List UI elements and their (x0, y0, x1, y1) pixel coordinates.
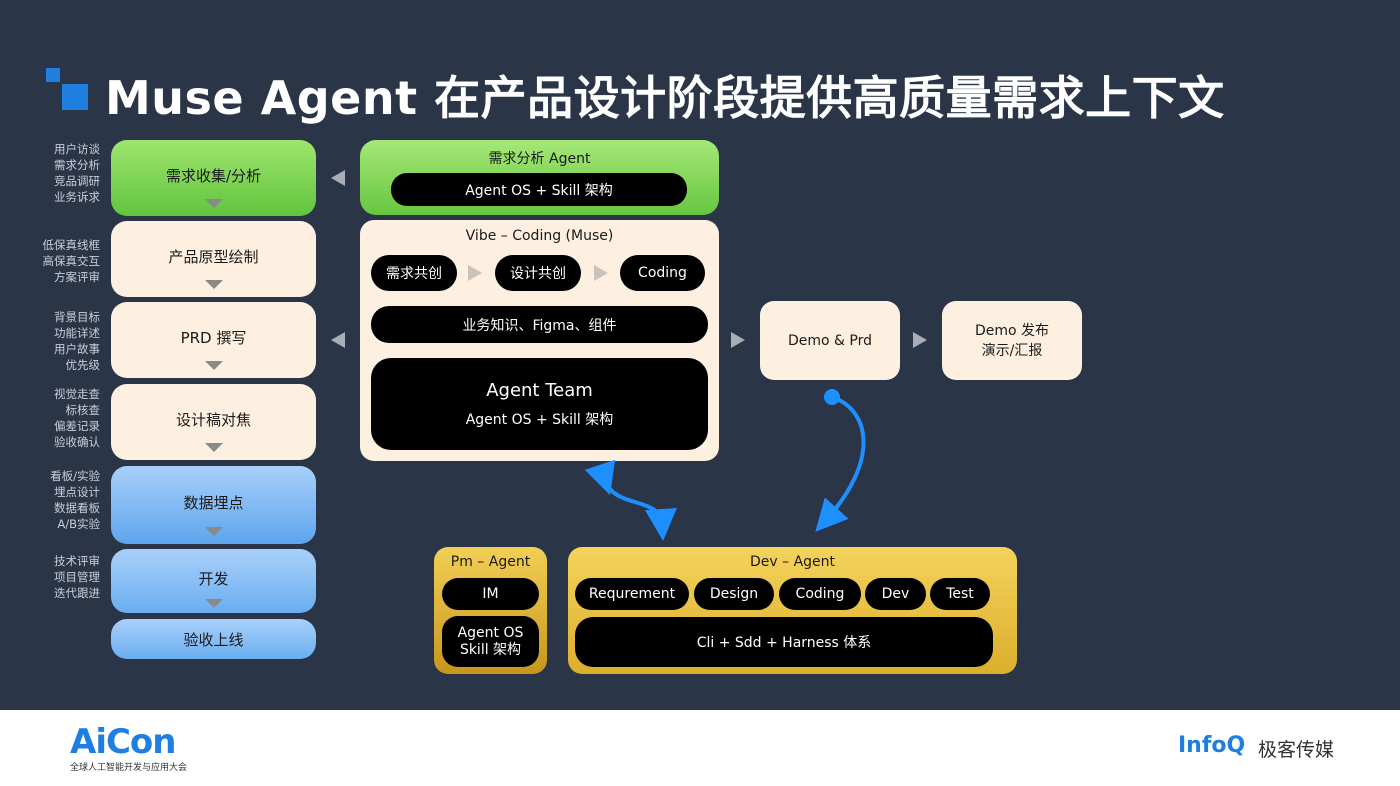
analysis-agent-panel: 需求分析 Agent Agent OS + Skill 架构 (360, 140, 719, 215)
vibe-coding-panel: Vibe – Coding (Muse) 需求共创 设计共创 Coding 业务… (360, 220, 719, 461)
stage-design-review: 设计稿对焦 (111, 384, 316, 460)
dev-agent-title: Dev – Agent (749, 554, 836, 570)
dev-base-pill: Cli + Sdd + Harness 体系 (575, 617, 993, 667)
step-requirement-cocreate: 需求共创 (371, 255, 457, 291)
analysis-agent-pill: Agent OS + Skill 架构 (391, 173, 687, 206)
aicon-logo: AiCon (70, 722, 176, 762)
pm-agent-title: Pm – Agent (450, 554, 531, 570)
arrow-left-icon (331, 332, 345, 348)
chevron-down-icon (204, 361, 223, 370)
title-logo-icon (46, 68, 90, 112)
demo-prd-box: Demo & Prd (760, 301, 900, 380)
pm-im-pill: IM (442, 578, 539, 610)
arrow-right-icon (468, 265, 482, 281)
stage-requirement-analysis: 需求收集/分析 (111, 140, 316, 216)
demo-dev-arrow (815, 395, 866, 532)
dev-step-dev: Dev (865, 578, 926, 610)
vibe-coding-title: Vibe – Coding (Muse) (465, 228, 614, 244)
page-title: Muse Agent 在产品设计阶段提供高质量需求上下文 (105, 71, 1225, 125)
analysis-agent-title: 需求分析 Agent (488, 151, 591, 167)
stage-notes-2: 背景目标功能详述用户故事优先级 (54, 310, 100, 372)
stage-notes-5: 技术评审项目管理迭代跟进 (54, 554, 100, 600)
footer (0, 710, 1400, 786)
demo-release-box: Demo 发布 演示/汇报 (942, 301, 1082, 380)
aicon-subtitle: 全球人工智能开发与应用大会 (70, 763, 188, 773)
chevron-down-icon (204, 443, 223, 452)
stage-prd: PRD 撰写 (111, 302, 316, 378)
stage-label: 验收上线 (183, 630, 244, 649)
knowledge-pill: 业务知识、Figma、组件 (371, 306, 708, 343)
dev-step-design: Design (694, 578, 774, 610)
stage-notes-1: 低保真线框高保真交互方案评审 (42, 238, 101, 284)
pm-agent-panel: Pm – Agent IM Agent OS Skill 架构 (434, 547, 547, 674)
step-coding: Coding (620, 255, 705, 291)
dev-agent-panel: Dev – Agent Requrement Design Coding Dev… (568, 547, 1017, 674)
slide: Muse Agent 在产品设计阶段提供高质量需求上下文 用户访谈需求分析竞品调… (42, 68, 1225, 674)
infoq-logo: InfoQ (1178, 733, 1246, 758)
arrow-right-icon (913, 332, 927, 348)
demo-release-line2: 演示/汇报 (981, 342, 1043, 359)
demo-prd-label: Demo & Prd (787, 332, 872, 349)
step-design-cocreate: 设计共创 (495, 255, 581, 291)
stage-label: 产品原型绘制 (168, 247, 259, 266)
chevron-down-icon (204, 199, 223, 208)
stage-notes-0: 用户访谈需求分析竞品调研业务诉求 (54, 142, 100, 204)
chevron-down-icon (204, 527, 223, 536)
dev-step-test: Test (930, 578, 990, 610)
chevron-down-icon (204, 280, 223, 289)
chevron-down-icon (204, 599, 223, 608)
stage-acceptance-launch: 验收上线 (111, 619, 316, 659)
stage-notes-3: 视觉走查标核查偏差记录验收确认 (54, 387, 100, 449)
stage-development: 开发 (111, 549, 316, 613)
dev-step-requirement: Requrement (575, 578, 689, 610)
stage-label: PRD 撰写 (180, 328, 247, 347)
dev-step-coding: Coding (779, 578, 861, 610)
arrow-right-icon (731, 332, 745, 348)
stage-data-tracking: 数据埋点 (111, 466, 316, 544)
stage-label: 设计稿对焦 (175, 410, 251, 429)
connector-arrows (584, 389, 866, 541)
stage-label: 需求收集/分析 (165, 166, 262, 185)
arrow-right-icon (594, 265, 608, 281)
stage-prototype: 产品原型绘制 (111, 221, 316, 297)
agent-team-sub: Agent OS + Skill 架构 (465, 411, 614, 428)
pm-os-pill: Agent OS Skill 架构 (442, 616, 539, 667)
agent-team-block: Agent Team Agent OS + Skill 架构 (371, 358, 708, 450)
vibe-pm-dev-arrow (584, 459, 677, 541)
agent-team-title: Agent Team (486, 379, 593, 401)
arrow-left-icon (331, 170, 345, 186)
geek-media-logo: 极客传媒 (1258, 739, 1335, 761)
stage-label: 开发 (198, 569, 229, 588)
stage-label: 数据埋点 (183, 493, 244, 512)
demo-release-line1: Demo 发布 (974, 322, 1050, 339)
